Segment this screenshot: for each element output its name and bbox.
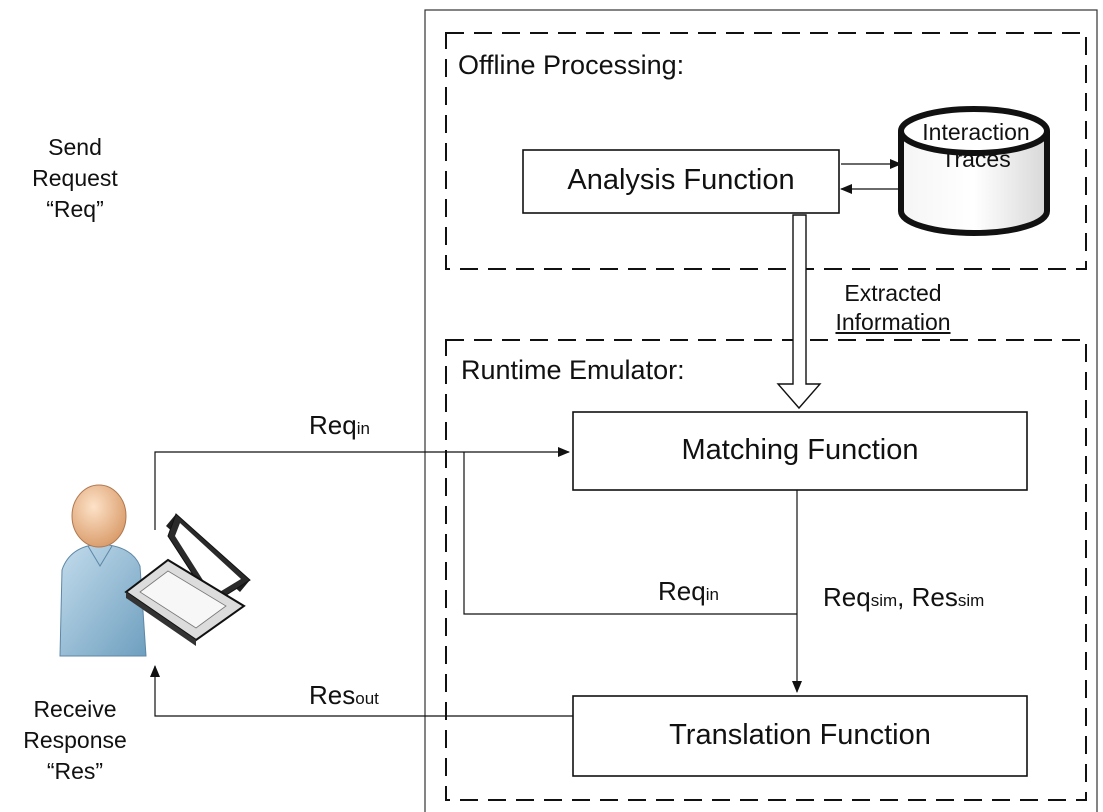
- send-label-line2: Request: [32, 165, 118, 191]
- database-label: Interaction Traces: [896, 119, 1056, 173]
- res-sim-sub: sim: [957, 591, 985, 610]
- translation-function-label: Translation Function: [669, 719, 931, 751]
- extracted-label-line1: Extracted: [844, 280, 942, 306]
- system-boundary: [424, 9, 1098, 812]
- laptop-icon: [124, 513, 251, 646]
- res-sim-base: Res: [911, 582, 958, 612]
- request-in-arrow: [154, 447, 570, 530]
- req-in-top-label: Reqin: [309, 412, 370, 438]
- req-sim-base: Req: [823, 582, 871, 612]
- req-in-mid-sub: in: [705, 585, 719, 604]
- client-user-icon: [59, 484, 147, 657]
- analysis-function-box: [522, 149, 840, 214]
- req-res-sim-label: Reqsim, Ressim: [823, 584, 984, 610]
- extracted-label-line2: Information: [835, 309, 951, 335]
- receive-label-line1: Receive: [33, 696, 117, 722]
- req-in-mid-base: Req: [658, 576, 706, 606]
- database-label-line1: Interaction: [922, 119, 1030, 145]
- database-icon: [898, 106, 1050, 236]
- runtime-emulator-region: [445, 339, 1087, 801]
- req-in-top-sub: in: [356, 419, 370, 438]
- offline-processing-region: [445, 32, 1087, 270]
- request-in-branch-line: [463, 452, 797, 615]
- sim-separator: ,: [897, 582, 912, 612]
- translation-function-box: [572, 695, 1028, 777]
- receive-label-line3: “Res”: [46, 758, 104, 784]
- extracted-information-arrow: [776, 214, 822, 410]
- runtime-emulator-title: Runtime Emulator:: [461, 355, 685, 385]
- send-label-line3: “Req”: [46, 196, 104, 222]
- res-out-label: Resout: [309, 682, 379, 708]
- send-label-line1: Send: [48, 134, 102, 160]
- req-in-mid-label: Reqin: [658, 578, 719, 604]
- receive-label-line2: Response: [23, 727, 127, 753]
- receive-response-label: Receive Response “Res”: [20, 694, 130, 787]
- offline-processing-title: Offline Processing:: [458, 50, 685, 80]
- req-in-top-base: Req: [309, 410, 357, 440]
- matching-function-label: Matching Function: [681, 434, 919, 466]
- req-sim-sub: sim: [870, 591, 898, 610]
- send-request-label: Send Request “Req”: [20, 132, 130, 225]
- extracted-information-label: Extracted Information: [818, 279, 968, 337]
- matching-function-box: [572, 411, 1028, 491]
- res-out-sub: out: [355, 689, 379, 708]
- database-label-line2: Traces: [941, 146, 1011, 172]
- analysis-function-label: Analysis Function: [567, 164, 795, 196]
- res-out-base: Res: [309, 680, 356, 710]
- response-out-arrow: [150, 665, 573, 717]
